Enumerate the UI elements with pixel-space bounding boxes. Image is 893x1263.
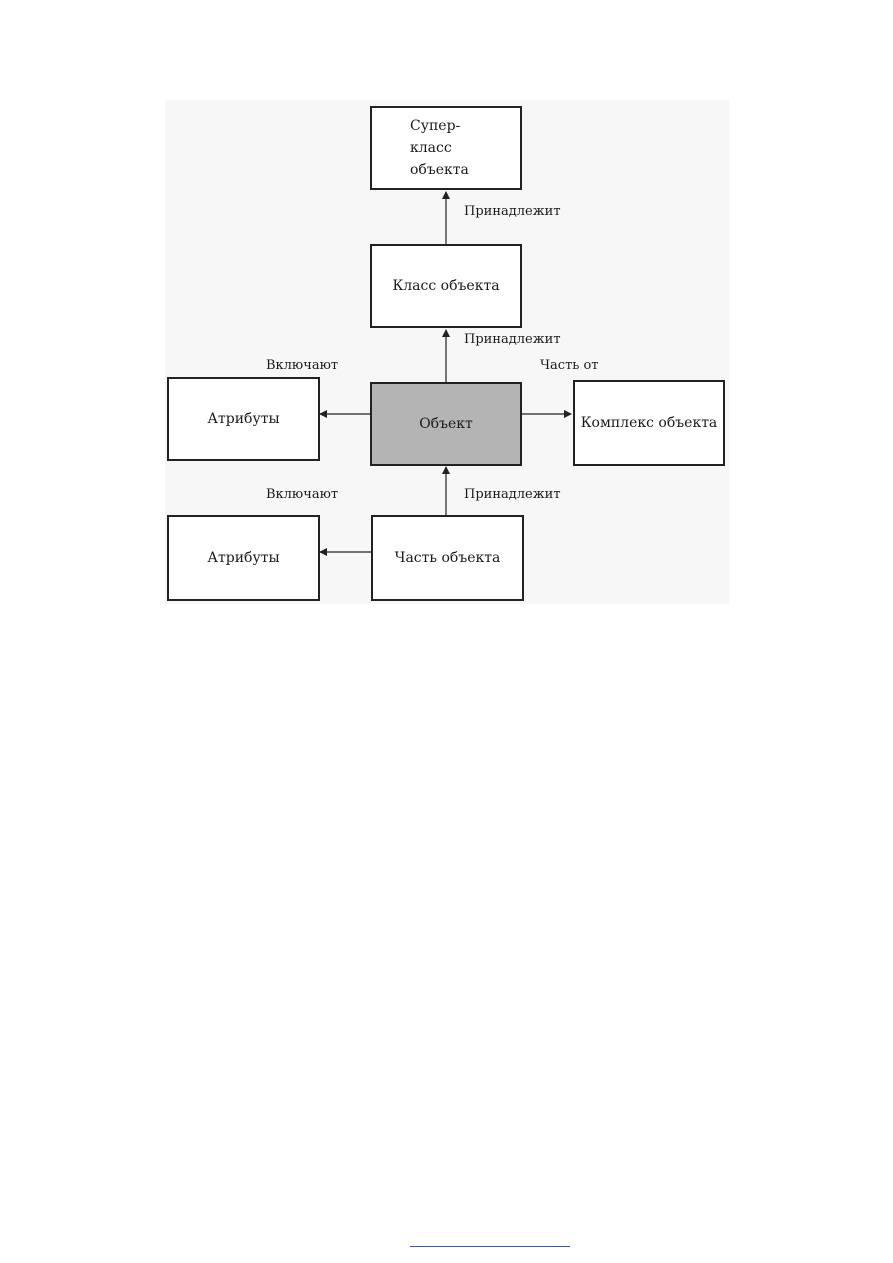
node-superclass: Супер-класс объекта <box>370 106 522 190</box>
node-superclass-label: Супер-класс объекта <box>410 118 469 178</box>
node-attributes-top: Атрибуты <box>167 377 320 461</box>
node-complex-label: Комплекс объекта <box>580 415 718 431</box>
node-part: Часть объекта <box>371 515 524 601</box>
edge-label-part-to-object: Принадлежит <box>464 487 561 502</box>
node-object-label: Объект <box>419 416 473 432</box>
node-attributes-bottom-label: Атрибуты <box>207 550 280 566</box>
node-complex: Комплекс объекта <box>573 380 725 466</box>
edge-label-object-to-attributes: Включают <box>266 358 339 373</box>
edge-label-part-to-attributes: Включают <box>266 487 339 502</box>
node-part-label: Часть объекта <box>394 550 501 566</box>
edge-label-object-to-class: Принадлежит <box>464 332 561 347</box>
node-object: Объект <box>370 382 522 466</box>
node-class: Класс объекта <box>370 244 522 328</box>
node-attributes-bottom: Атрибуты <box>167 515 320 601</box>
node-class-label: Класс объекта <box>392 278 500 294</box>
edge-label-class-to-superclass: Принадлежит <box>464 204 561 219</box>
node-attributes-top-label: Атрибуты <box>207 411 280 427</box>
footer-link-underline <box>410 1245 570 1247</box>
edge-label-object-to-complex: Часть от <box>540 358 599 373</box>
